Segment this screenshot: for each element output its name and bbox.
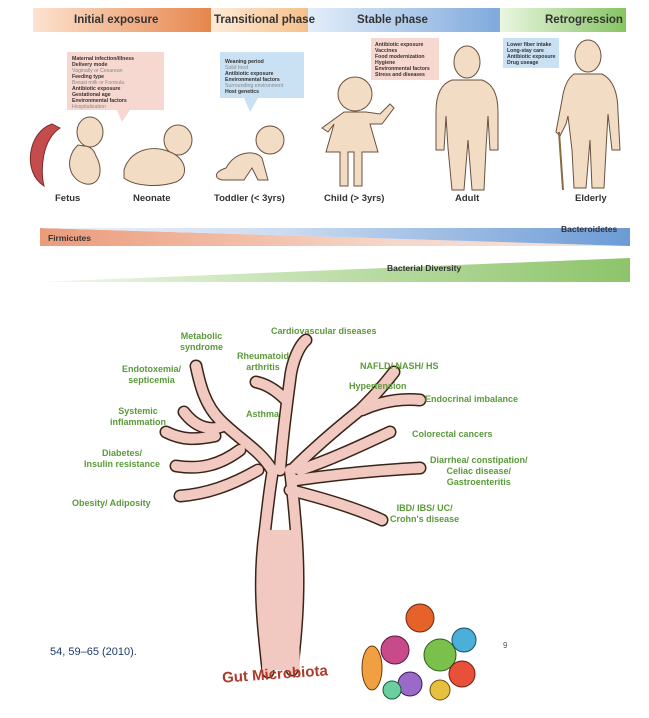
toddler-figure xyxy=(216,125,285,181)
stage-adult: Adult xyxy=(455,193,480,204)
note-elderly-item: Drug useage xyxy=(507,60,539,66)
disease-cardio: Cardiovascular diseases xyxy=(271,326,377,336)
disease-rheumatoid: Rheumatoid arthritis xyxy=(237,351,290,372)
disease-nafld: NAFLD/ NASH/ HS xyxy=(360,361,439,371)
note-toddler-item: Surrounding environment xyxy=(225,83,284,89)
phase-label-stable: Stable phase xyxy=(357,14,428,26)
disease-endotoxemia: Endotoxemia/ septicemia xyxy=(122,364,182,385)
phase-label-initial: Initial exposure xyxy=(74,14,159,26)
note-toddler-item: Solid food xyxy=(225,65,249,71)
tree-figure xyxy=(159,333,427,679)
note-child-item: Vaccines xyxy=(375,48,398,54)
stage-child: Child (> 3yrs) xyxy=(324,193,385,204)
bacteroidetes-label: Bacteroidetes xyxy=(561,224,618,234)
note-child-item: Stress and diseases xyxy=(375,72,425,78)
disease-systemic: Systemic inflammation xyxy=(110,406,167,427)
disease-colorectal: Colorectal cancers xyxy=(412,429,493,439)
elderly-figure xyxy=(555,39,621,191)
firmicutes-label: Firmicutes xyxy=(48,233,91,243)
disease-hypertension: Hypertension xyxy=(349,381,407,391)
note-toddler: Weaning period Solid food Antibiotic exp… xyxy=(221,56,287,98)
note-child-item: Antibiotic exposure xyxy=(375,42,424,48)
note-toddler-item: Weaning period xyxy=(225,59,264,65)
child-figure xyxy=(321,76,395,187)
note-child-item: Food modernization xyxy=(375,54,425,60)
note-neonate-item: Environmental factors xyxy=(72,98,127,104)
disease-endocrine: Endocrinal imbalance xyxy=(425,394,519,404)
note-neonate-item: Antibiotic exposure xyxy=(72,86,121,92)
disease-metabolic: Metabolic syndrome xyxy=(180,331,224,352)
note-elderly: Lower fiber intake Long-stay care Antibi… xyxy=(503,39,559,69)
diversity-wedge xyxy=(40,258,630,282)
disease-diabetes: Diabetes/ Insulin resistance xyxy=(84,448,161,469)
stage-fetus: Fetus xyxy=(55,193,81,204)
note-neonate-item: Gestational age xyxy=(72,92,111,98)
disease-diarrhea: Diarrhea/ constipation/ Celiac disease/ … xyxy=(430,455,528,487)
note-child-item: Hygiene xyxy=(375,60,396,66)
disease-obesity: Obesity/ Adiposity xyxy=(72,498,151,508)
stage-toddler: Toddler (< 3yrs) xyxy=(214,193,285,204)
fetus-figure xyxy=(29,116,104,188)
note-neonate-item: Hospitalization xyxy=(72,104,106,110)
disease-asthma: Asthma xyxy=(246,409,280,419)
note-toddler-item: Environmental factors xyxy=(225,77,280,83)
note-toddler-item: Antibiotic exposure xyxy=(225,71,274,77)
note-neonate-item: Delivery mode xyxy=(72,62,108,68)
diversity-label: Bacterial Diversity xyxy=(387,263,462,273)
stage-elderly: Elderly xyxy=(575,193,607,204)
phase-bar-initial xyxy=(33,8,211,32)
phase-bar-transitional xyxy=(211,8,308,32)
slide-number: 9 xyxy=(503,641,508,650)
phase-bar-retrogression xyxy=(500,8,626,32)
note-elderly-item: Long-stay care xyxy=(507,48,544,54)
phase-label-transitional: Transitional phase xyxy=(214,14,315,26)
note-child-item: Environmental factors xyxy=(375,66,430,72)
phase-bar-stable xyxy=(308,8,500,32)
citation: 54, 59–65 (2010). xyxy=(50,646,137,658)
phase-label-retrogression: Retrogression xyxy=(545,14,623,26)
stage-neonate: Neonate xyxy=(133,193,171,204)
adult-figure xyxy=(435,45,499,191)
note-elderly-item: Antibiotic exposure xyxy=(507,54,556,60)
note-neonate: Maternal infection/illness Delivery mode… xyxy=(68,53,138,113)
note-neonate-item: Breast milk or Formula xyxy=(72,80,125,86)
microbes-cluster xyxy=(361,603,477,701)
note-box-child xyxy=(371,38,439,80)
note-elderly-item: Lower fiber intake xyxy=(507,42,552,48)
bacteroidetes-wedge xyxy=(40,228,630,246)
note-neonate-item: Maternal infection/illness xyxy=(72,56,134,62)
disease-ibd: IBD/ IBS/ UC/ Crohn's disease xyxy=(390,503,460,524)
note-box-toddler xyxy=(220,52,304,112)
note-box-neonate xyxy=(67,52,164,122)
note-toddler-item: Host genetics xyxy=(225,89,260,95)
note-neonate-item: Feeding type xyxy=(72,74,104,80)
note-child: Antibiotic exposure Vaccines Food modern… xyxy=(371,39,434,81)
neonate-figure xyxy=(123,124,193,186)
note-box-elderly xyxy=(503,38,559,68)
note-neonate-item: Vaginally or Cesarean xyxy=(72,68,123,74)
